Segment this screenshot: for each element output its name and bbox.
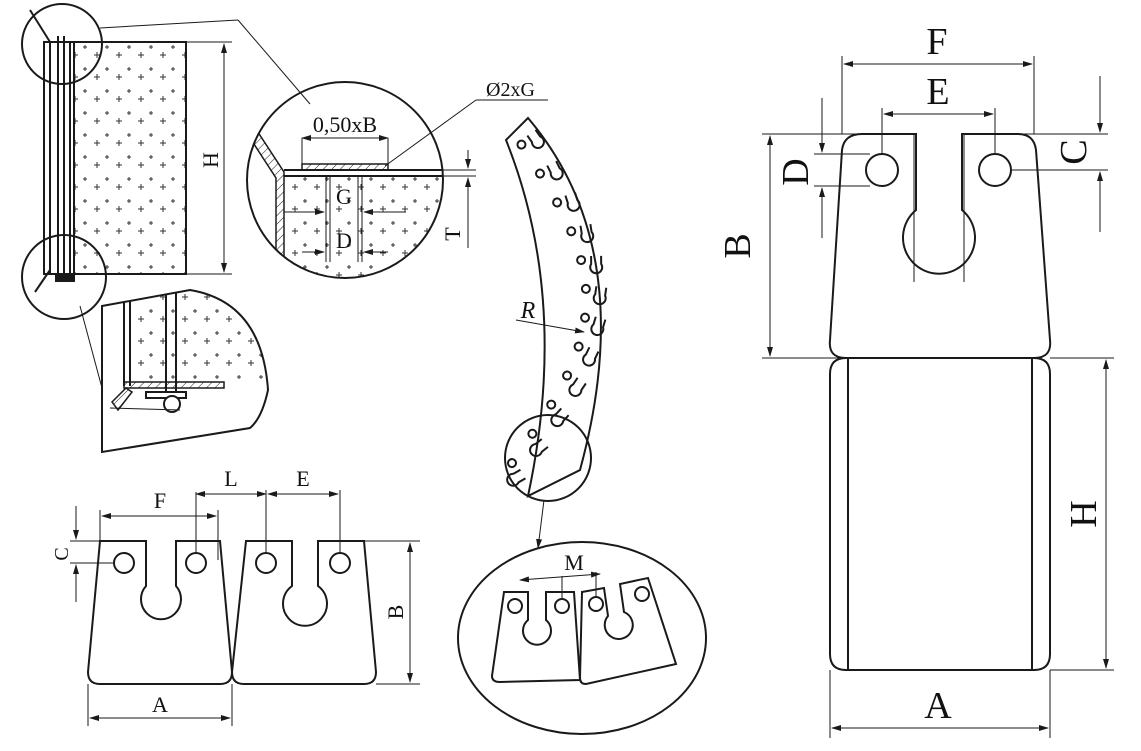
arc-bracket [573,341,600,367]
label-m: M [564,550,584,575]
arc-bracket-hole [552,197,563,208]
arc-bracket [580,283,608,306]
label-r: R [520,298,536,324]
arc-bracket-slot [582,346,600,367]
detail-view-bottom [79,288,270,454]
label-l: L [224,466,237,491]
arc-bracket-hole [576,255,587,266]
arc-bracket-slot [589,255,604,275]
arc-bracket-slot [579,223,595,244]
arc-bracket-hole [507,458,517,469]
arc-bracket-hole [566,226,577,237]
arc-bracket-hole [580,283,591,294]
detail-circle-bottom [21,234,107,320]
arc-bracket-slot [546,160,564,181]
detail-circle-top [21,3,103,85]
label-hole-spec: Ø2xG [486,79,535,101]
label-t: T [440,227,465,241]
arc-bracket [576,255,604,275]
arc-bracket-hole [516,139,527,150]
arc-bracket [552,192,581,212]
label-e-large: E [926,71,949,113]
arc-bracket-slot [564,192,581,212]
arc-bracket-slot [529,438,549,458]
arc-bracket-hole [535,168,546,179]
label-c-large: C [1053,139,1095,164]
arc-bracket-slot [506,468,526,487]
arc-bracket-hole [580,312,591,323]
arc-bracket [506,458,526,487]
side-view-panel: H [21,3,311,320]
arc-bracket [580,312,607,336]
label-d-large: D [775,158,817,185]
arc-bracket-hole [573,341,584,352]
label-f-large: F [926,21,947,63]
label-f-small: F [154,488,166,513]
arc-zoom-ellipse: M [457,541,707,735]
label-h-large: H [1063,500,1105,527]
arc-bracket-slot [590,316,607,336]
arc-bracket [546,399,570,428]
arc-bracket-slot [568,377,587,397]
label-b-small: B [383,605,408,620]
arc-bracket [516,129,545,150]
label-a-small: A [152,692,168,717]
label-half-b: 0,50xB [313,112,377,137]
arc-bracket-slot [526,129,545,149]
label-d-detail: D [336,228,352,253]
label-b-large: B [717,233,759,258]
arc-bracket [535,160,564,181]
arc-bracket [527,428,549,458]
detail-view-top: 0,50xB G D T Ø2xG [246,79,548,279]
arc-bracket-hole [527,428,538,439]
label-a-large: A [924,685,952,727]
label-g: G [336,184,352,209]
large-bracket-view: F E D C B H A [717,21,1114,738]
arc-bracket [562,370,587,397]
arc-bracket-hole [562,370,573,381]
label-c-small: C [51,547,73,560]
label-h-small: H [198,152,223,168]
arc-detail: R [504,298,592,549]
arc-bracket [566,223,595,244]
bracket-arc [504,116,608,498]
arc-bracket-slot [592,286,608,306]
label-e-small: E [296,466,309,491]
brackets-front-view: F L E C B A [51,466,420,726]
arc-bracket-hole [546,399,557,410]
